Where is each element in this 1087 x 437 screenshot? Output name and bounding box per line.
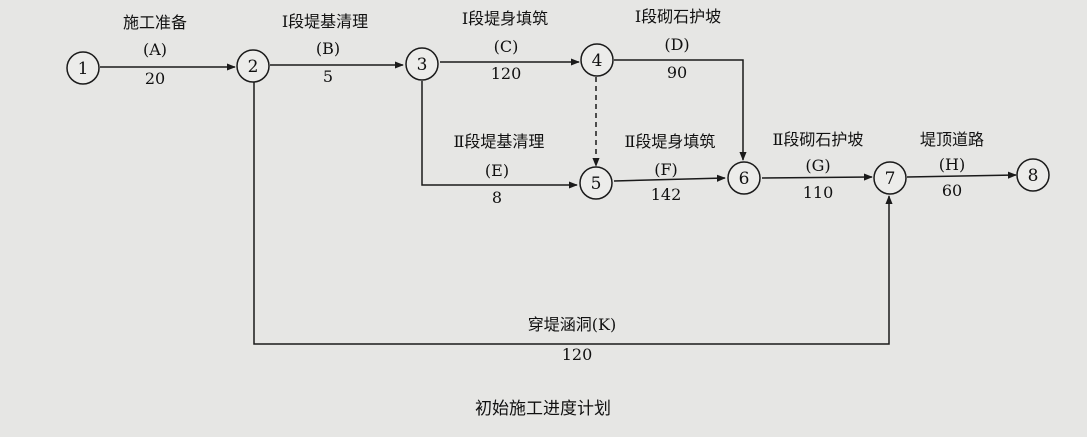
activity-h-name: 堤顶道路 bbox=[920, 130, 984, 149]
node-5-label: 5 bbox=[591, 174, 602, 194]
activity-a-duration: 20 bbox=[145, 69, 165, 88]
activity-g-duration: 110 bbox=[803, 183, 834, 202]
activity-e-code: (E) bbox=[485, 161, 509, 180]
activity-b-duration: 5 bbox=[323, 67, 333, 86]
nodes: 1 2 3 4 5 6 7 8 bbox=[66, 43, 1050, 200]
node-4: 4 bbox=[580, 43, 614, 77]
activity-f-arrow bbox=[613, 174, 726, 182]
activity-k-arrow bbox=[253, 82, 893, 345]
node-6-label: 6 bbox=[739, 169, 750, 189]
node-3: 3 bbox=[405, 47, 439, 81]
activity-e-duration: 8 bbox=[492, 188, 502, 207]
activity-f-code: (F) bbox=[654, 160, 678, 179]
activity-a-code: (A) bbox=[143, 40, 167, 59]
activity-g-code: (G) bbox=[805, 156, 830, 175]
node-6: 6 bbox=[727, 161, 761, 195]
node-2: 2 bbox=[236, 49, 270, 83]
edges bbox=[100, 58, 1017, 345]
activity-g-arrow bbox=[761, 173, 873, 181]
activity-c-code: (C) bbox=[494, 37, 519, 56]
node-7-label: 7 bbox=[885, 169, 896, 189]
activity-b-name: Ⅰ段堤基清理 bbox=[282, 12, 368, 31]
activity-k-duration: 120 bbox=[562, 345, 593, 364]
activity-h-duration: 60 bbox=[942, 181, 962, 200]
activity-d-arrow bbox=[614, 59, 747, 161]
activity-f-duration: 142 bbox=[651, 185, 682, 204]
node-2-label: 2 bbox=[248, 57, 259, 77]
activity-h-arrow bbox=[906, 171, 1017, 179]
activity-c-name: Ⅰ段堤身填筑 bbox=[462, 9, 548, 28]
node-5: 5 bbox=[579, 166, 613, 200]
node-1-label: 1 bbox=[78, 59, 89, 79]
activity-k-name: 穿堤涵洞(K) bbox=[528, 315, 616, 334]
node-3-label: 3 bbox=[417, 55, 428, 75]
node-7: 7 bbox=[873, 161, 907, 195]
activity-g-name: Ⅱ段砌石护坡 bbox=[773, 130, 864, 149]
activity-a-name: 施工准备 bbox=[123, 13, 187, 32]
activity-d-name: Ⅰ段砌石护坡 bbox=[635, 7, 721, 26]
node-4-label: 4 bbox=[592, 51, 603, 71]
activity-d-duration: 90 bbox=[667, 63, 687, 82]
activity-e-name: Ⅱ段堤基清理 bbox=[454, 132, 545, 151]
activity-d-code: (D) bbox=[664, 35, 689, 54]
node-1: 1 bbox=[66, 51, 100, 85]
activity-e-arrow bbox=[421, 81, 578, 189]
node-8-label: 8 bbox=[1028, 166, 1039, 186]
activity-labels: 施工准备 (A) 20 Ⅰ段堤基清理 (B) 5 Ⅰ段堤身填筑 (C) 120 … bbox=[123, 7, 984, 364]
node-8: 8 bbox=[1016, 158, 1050, 192]
activity-f-name: Ⅱ段堤身填筑 bbox=[625, 132, 716, 151]
activity-h-code: (H) bbox=[939, 155, 965, 174]
diagram-caption: 初始施工进度计划 bbox=[475, 399, 611, 419]
activity-c-duration: 120 bbox=[491, 64, 522, 83]
activity-b-code: (B) bbox=[316, 39, 340, 58]
